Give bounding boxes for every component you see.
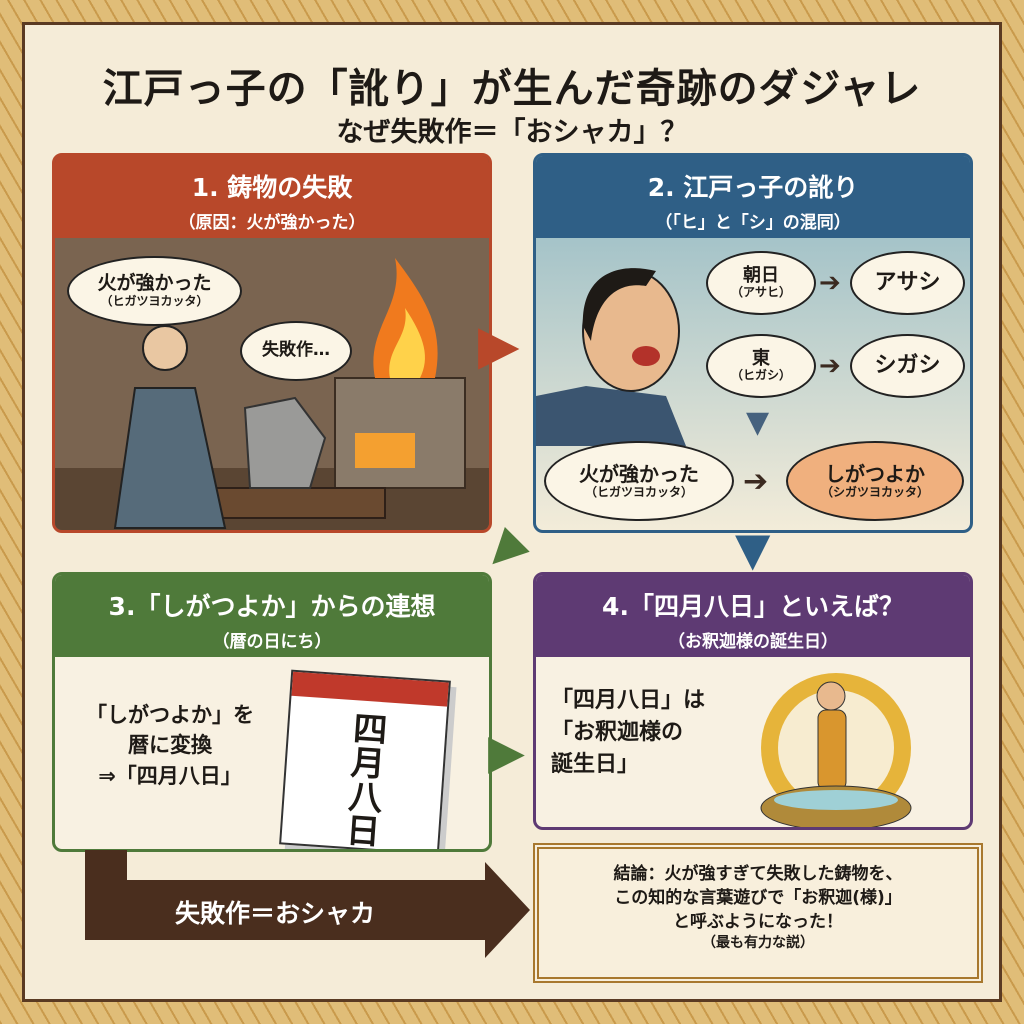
buddha-text: 「四月八日」は 「お釈迦様の 誕生日」: [551, 685, 741, 781]
bubble-text: 火が強かった: [97, 272, 212, 295]
arrow-right-icon: ➔: [819, 351, 841, 381]
conclusion-line: と呼ぶようになった！: [673, 911, 843, 932]
result: アサシ: [874, 270, 941, 296]
text-line: 「お釈迦様の: [551, 719, 684, 745]
panel-buddha-birthday: 4.「四月八日」といえば？ （お釈迦様の誕生日） 「四月八日」は 「お釈迦様の …: [533, 572, 973, 830]
association-text: 「しがつよか」を 暦に変換 ⇒「四月八日」: [70, 700, 270, 791]
panel-4-heading: 4.「四月八日」といえば？: [602, 592, 904, 621]
panel-edo-accent: 2. 江戸っ子の訛り （「ヒ」と「シ」の混同） 朝日（アサヒ） ➔ アサシ 東（…: [533, 153, 973, 533]
foundry-illustration: [55, 238, 489, 530]
thought-bubble-failure: 失敗作…: [240, 321, 352, 381]
panel-2-heading: 2. 江戸っ子の訛り: [647, 173, 859, 202]
arrow-right-icon: ▶: [488, 724, 525, 780]
arrow-down-icon: ▼: [735, 522, 771, 576]
arrow-right-icon: ➔: [819, 268, 841, 298]
panel-1-header: 1. 鋳物の失敗 （原因：火が強かった）: [55, 156, 489, 238]
conclusion-line: 結論：火が強すぎて失敗した鋳物を、: [613, 864, 903, 884]
to-reading: （シガツヨカッタ）: [820, 484, 929, 499]
panel-association: 3.「しがつよか」からの連想 （暦の日にち） 「しがつよか」を 暦に変換 ⇒「四…: [52, 572, 492, 852]
from-reading: （ヒガツヨカッタ）: [584, 484, 693, 499]
panel-3-heading: 3.「しがつよか」からの連想: [108, 592, 436, 621]
craftsman: [142, 325, 188, 371]
arrow-right-icon: ➔: [743, 464, 769, 499]
conclusion-line: この知的な言葉遊びで「お釈迦(様)」: [614, 887, 902, 908]
panel-3-subheading: （暦の日にち）: [212, 632, 332, 652]
panel-casting-failure: 1. 鋳物の失敗 （原因：火が強かった） 火が強かった （ヒガツヨカッタ） 失敗…: [52, 153, 492, 533]
bottom-flow-arrow-body: [85, 880, 485, 940]
panel-1-heading: 1. 鋳物の失敗: [191, 173, 353, 202]
from-text: 火が強かった: [579, 461, 699, 486]
reading: （ヒガシ）: [730, 368, 791, 383]
conclusion-note: （最も有力な説）: [702, 935, 814, 952]
bubble-shigatsuyoka: しがつよか（シガツヨカッタ）: [786, 441, 964, 521]
bubble-reading: （ヒガツヨカッタ）: [100, 294, 209, 309]
panel-3-header: 3.「しがつよか」からの連想 （暦の日にち）: [55, 575, 489, 657]
text-line: 「四月八日」は: [551, 688, 706, 713]
result: シガシ: [874, 353, 941, 379]
page-subtitle: なぜ失敗作＝「おシャカ」？: [336, 117, 688, 148]
bubble-hi-ga-tsuyokatta: 火が強かった（ヒガツヨカッタ）: [544, 441, 734, 521]
conclusion-box: 結論：火が強すぎて失敗した鋳物を、 この知的な言葉遊びで「お釈迦(様)」 と呼ぶ…: [533, 843, 983, 983]
word: 東: [752, 347, 770, 369]
cracked-casting: [243, 396, 327, 489]
reading: （アサヒ）: [730, 285, 791, 300]
bubble-shigashi: シガシ: [850, 334, 965, 398]
page-title: 江戸っ子の「訛り」が生んだ奇跡のダジャレ: [102, 66, 922, 112]
bottom-arrow-label: 失敗作＝おシャカ: [175, 899, 376, 928]
panel-2-header: 2. 江戸っ子の訛り （「ヒ」と「シ」の混同）: [536, 156, 970, 238]
bubble-asashi: アサシ: [850, 251, 965, 315]
bubble-asahi: 朝日（アサヒ）: [706, 251, 816, 315]
text-line: 「しがつよか」を: [86, 703, 254, 727]
thought-text: 失敗作…: [262, 340, 330, 361]
calendar-illustration: 四月八日: [279, 669, 451, 849]
bottom-flow-arrowhead: [485, 862, 530, 958]
edokko-man-illustration: [536, 268, 686, 446]
text-line: ⇒「四月八日」: [98, 763, 242, 788]
panel-1-subheading: （原因：火が強かった）: [178, 213, 366, 233]
bubble-higashi: 東（ヒガシ）: [706, 334, 816, 398]
word: 朝日: [743, 264, 779, 286]
to-text: しがつよか: [825, 461, 925, 486]
text-line: 暦に変換: [128, 733, 212, 758]
panel-2-subheading: （「ヒ」と「シ」の混同）: [655, 213, 851, 233]
baby-buddha-illustration: [760, 673, 912, 827]
text-line: 誕生日」: [551, 751, 640, 777]
panel-4-header: 4.「四月八日」といえば？ （お釈迦様の誕生日）: [536, 575, 970, 657]
calendar-date: 四月八日: [338, 709, 389, 849]
arrow-down-icon: ▼: [746, 405, 770, 440]
speech-bubble-fire-strong: 火が強かった （ヒガツヨカッタ）: [67, 256, 242, 326]
arrow-right-icon: ▶: [478, 313, 520, 376]
panel-4-subheading: （お釈迦様の誕生日）: [668, 632, 838, 652]
